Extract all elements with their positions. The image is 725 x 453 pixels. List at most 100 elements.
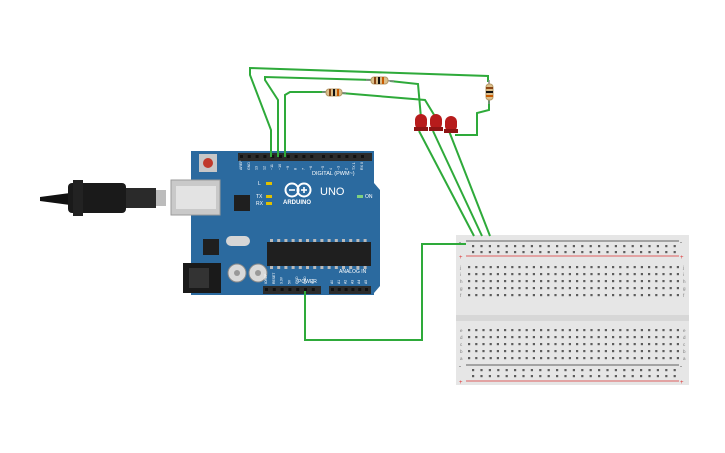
breadboard-hole[interactable]: [518, 357, 521, 360]
breadboard-hole[interactable]: [488, 375, 491, 378]
header-pin[interactable]: [365, 288, 368, 291]
breadboard-hole[interactable]: [530, 369, 533, 372]
breadboard-hole[interactable]: [669, 280, 672, 283]
breadboard-hole[interactable]: [623, 375, 626, 378]
breadboard-hole[interactable]: [554, 329, 557, 332]
breadboard-hole[interactable]: [532, 266, 535, 269]
breadboard-hole[interactable]: [525, 343, 528, 346]
breadboard-hole[interactable]: [547, 336, 550, 339]
breadboard-hole[interactable]: [633, 329, 636, 332]
breadboard-hole[interactable]: [539, 251, 542, 254]
breadboard-hole[interactable]: [514, 369, 517, 372]
breadboard-hole[interactable]: [532, 273, 535, 276]
breadboard-hole[interactable]: [583, 287, 586, 290]
breadboard-hole[interactable]: [589, 245, 592, 248]
breadboard-hole[interactable]: [561, 343, 564, 346]
breadboard-hole[interactable]: [604, 294, 607, 297]
breadboard-hole[interactable]: [581, 369, 584, 372]
breadboard-hole[interactable]: [597, 329, 600, 332]
breadboard-hole[interactable]: [561, 350, 564, 353]
led-2[interactable]: [429, 114, 443, 131]
resistor-3[interactable]: [485, 80, 494, 104]
breadboard-hole[interactable]: [606, 245, 609, 248]
breadboard-hole[interactable]: [669, 294, 672, 297]
header-pin[interactable]: [358, 288, 362, 291]
breadboard-hole[interactable]: [669, 336, 672, 339]
breadboard-hole[interactable]: [518, 273, 521, 276]
breadboard-hole[interactable]: [648, 245, 651, 248]
breadboard-hole[interactable]: [482, 336, 485, 339]
breadboard-hole[interactable]: [482, 343, 485, 346]
breadboard-hole[interactable]: [468, 273, 471, 276]
breadboard-hole[interactable]: [633, 280, 636, 283]
breadboard-hole[interactable]: [554, 294, 557, 297]
breadboard-hole[interactable]: [633, 357, 636, 360]
header-pin[interactable]: [304, 288, 307, 291]
breadboard-hole[interactable]: [564, 245, 567, 248]
breadboard-hole[interactable]: [554, 273, 557, 276]
breadboard-hole[interactable]: [472, 245, 475, 248]
breadboard-hole[interactable]: [589, 251, 592, 254]
breadboard-hole[interactable]: [590, 280, 593, 283]
breadboard-hole[interactable]: [626, 329, 629, 332]
breadboard-hole[interactable]: [676, 329, 679, 332]
breadboard-hole[interactable]: [475, 287, 478, 290]
header-pin[interactable]: [310, 155, 314, 158]
breadboard-hole[interactable]: [656, 369, 659, 372]
breadboard-hole[interactable]: [568, 287, 571, 290]
breadboard-hole[interactable]: [626, 266, 629, 269]
breadboard-hole[interactable]: [530, 245, 533, 248]
breadboard-hole[interactable]: [511, 329, 514, 332]
breadboard-hole[interactable]: [489, 294, 492, 297]
breadboard-hole[interactable]: [604, 273, 607, 276]
breadboard-hole[interactable]: [504, 357, 507, 360]
breadboard-hole[interactable]: [576, 266, 579, 269]
breadboard-hole[interactable]: [576, 350, 579, 353]
breadboard-hole[interactable]: [554, 336, 557, 339]
breadboard-hole[interactable]: [568, 343, 571, 346]
breadboard-hole[interactable]: [662, 266, 665, 269]
breadboard-hole[interactable]: [583, 329, 586, 332]
breadboard-hole[interactable]: [590, 350, 593, 353]
breadboard-hole[interactable]: [505, 245, 508, 248]
breadboard-hole[interactable]: [604, 336, 607, 339]
header-pin[interactable]: [279, 155, 282, 158]
breadboard-hole[interactable]: [497, 369, 500, 372]
breadboard-hole[interactable]: [475, 336, 478, 339]
breadboard-hole[interactable]: [597, 287, 600, 290]
breadboard-hole[interactable]: [640, 280, 643, 283]
breadboard-hole[interactable]: [540, 329, 543, 332]
breadboard-hole[interactable]: [673, 369, 676, 372]
breadboard-hole[interactable]: [475, 350, 478, 353]
header-pin[interactable]: [255, 155, 259, 158]
breadboard-hole[interactable]: [472, 251, 475, 254]
breadboard-hole[interactable]: [554, 266, 557, 269]
breadboard-hole[interactable]: [590, 343, 593, 346]
breadboard-hole[interactable]: [525, 273, 528, 276]
breadboard-hole[interactable]: [489, 280, 492, 283]
breadboard-hole[interactable]: [614, 375, 617, 378]
breadboard-hole[interactable]: [540, 336, 543, 339]
breadboard-hole[interactable]: [640, 287, 643, 290]
breadboard-hole[interactable]: [669, 357, 672, 360]
breadboard-hole[interactable]: [556, 375, 559, 378]
breadboard-hole[interactable]: [640, 350, 643, 353]
breadboard-hole[interactable]: [547, 350, 550, 353]
breadboard-hole[interactable]: [626, 294, 629, 297]
breadboard-hole[interactable]: [532, 336, 535, 339]
breadboard-hole[interactable]: [556, 245, 559, 248]
header-pin[interactable]: [302, 155, 306, 158]
breadboard-hole[interactable]: [604, 350, 607, 353]
breadboard-hole[interactable]: [656, 375, 659, 378]
breadboard-hole[interactable]: [676, 266, 679, 269]
breadboard-hole[interactable]: [561, 266, 564, 269]
breadboard-hole[interactable]: [576, 287, 579, 290]
breadboard-hole[interactable]: [556, 369, 559, 372]
breadboard-hole[interactable]: [518, 329, 521, 332]
breadboard-hole[interactable]: [497, 251, 500, 254]
breadboard-hole[interactable]: [554, 357, 557, 360]
breadboard-hole[interactable]: [640, 329, 643, 332]
breadboard-hole[interactable]: [489, 343, 492, 346]
breadboard-hole[interactable]: [614, 369, 617, 372]
